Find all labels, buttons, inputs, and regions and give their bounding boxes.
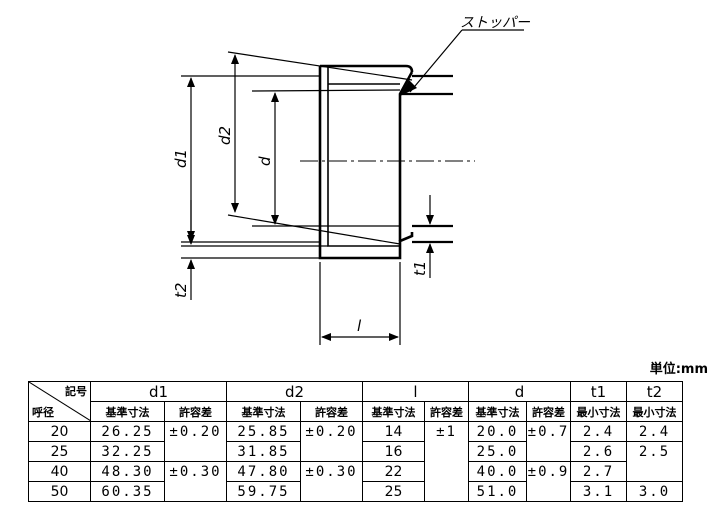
cell-d1-tol: ±0.20: [164, 421, 227, 462]
dim-t2-label: t2: [172, 283, 190, 298]
cell-d2: 47.80: [226, 461, 301, 482]
cell-d1: 26.25: [90, 421, 165, 442]
sub-t2-min: 最小寸法: [626, 401, 683, 422]
unit-label: 単位:mm: [649, 362, 708, 377]
dim-d2-label: d2: [216, 126, 234, 145]
cell-d1-tol: ±0.30: [164, 461, 227, 502]
dimension-lines: [187, 54, 434, 341]
corner-diagonal: [29, 382, 90, 421]
dimension-table: 記号 呼径 d1 d2 l d t1 t2 基準寸法 許容差 基準寸法 許容差 …: [28, 381, 683, 502]
table-sub-header-row: 基準寸法 許容差 基準寸法 許容差 基準寸法 許容差 基準寸法 許容差 最小寸法…: [29, 401, 683, 422]
cell-l: 22: [362, 461, 425, 482]
cell-d: 20.0: [468, 421, 527, 442]
table-group-header-row: 記号 呼径 d1 d2 l d t1 t2: [28, 381, 683, 422]
socket-body-outline: [318, 64, 414, 260]
sub-t1-min: 最小寸法: [570, 401, 627, 422]
sub-d1-tol: 許容差: [164, 401, 227, 422]
cell-d1: 60.35: [90, 481, 165, 502]
sub-d-tol: 許容差: [526, 401, 571, 422]
sub-d2-tol: 許容差: [300, 401, 363, 422]
cell-d: 51.0: [468, 481, 527, 502]
group-l: l: [362, 381, 469, 402]
taper-lines: [227, 51, 413, 245]
stopper-label: ストッパー: [460, 15, 531, 31]
table-row: 50 60.35 59.75 25 51.0 3.1 3.0: [28, 481, 683, 502]
cell-d: 40.0: [468, 461, 527, 482]
sub-l-base: 基準寸法: [362, 401, 425, 422]
sub-d-base: 基準寸法: [468, 401, 527, 422]
dim-d1-label: d1: [172, 149, 190, 168]
group-t1: t1: [570, 381, 627, 402]
sub-d1-base: 基準寸法: [90, 401, 165, 422]
socket-inner-lines: [327, 66, 400, 247]
cell-nominal: 40: [28, 461, 91, 482]
pipe-lines: [400, 74, 453, 244]
table-row: 20 26.25 ±0.20 25.85 ±0.20 14 ±1 20.0 ±0…: [28, 421, 683, 502]
sub-l-tol: 許容差: [424, 401, 469, 422]
cell-nominal: 20: [28, 421, 91, 442]
dim-t1-label: t1: [411, 261, 429, 276]
cell-t2: 3.0: [626, 481, 683, 502]
group-t2: t2: [626, 381, 683, 402]
cell-l: 14: [362, 421, 425, 442]
group-d2: d2: [226, 381, 363, 402]
cell-t1: 2.4: [570, 421, 627, 442]
table-row: 25 32.25 31.85 16 25.0 2.6 2.5: [28, 441, 683, 482]
cell-nominal: 50: [28, 481, 91, 502]
cell-t2: 2.4: [626, 421, 683, 442]
cell-d-tol: ±0.9: [526, 461, 571, 502]
cell-t1: 3.1: [570, 481, 627, 502]
stopper-leader: [400, 29, 524, 96]
socket-section-drawing: ストッパー d1 d2 d t2 l t1: [172, 15, 531, 345]
table-corner-cell: 記号 呼径: [28, 381, 91, 422]
group-d: d: [468, 381, 571, 402]
corner-nominal-label: 呼径: [32, 406, 54, 419]
corner-symbol-label: 記号: [65, 385, 87, 398]
cell-d-tol: ±0.7: [526, 421, 571, 462]
extension-lines: [181, 75, 401, 345]
cell-t1: 2.6: [570, 441, 627, 462]
table-row: 40 48.30 ±0.30 47.80 ±0.30 22 40.0 ±0.9 …: [28, 461, 683, 502]
cell-l-tol: ±1: [424, 421, 469, 502]
sub-d2-base: 基準寸法: [226, 401, 301, 422]
cell-d2: 59.75: [226, 481, 301, 502]
cell-l: 25: [362, 481, 425, 502]
cell-d: 25.0: [468, 441, 527, 462]
dim-d-label: d: [256, 156, 274, 166]
cell-d1: 48.30: [90, 461, 165, 482]
cell-nominal: 25: [28, 441, 91, 462]
dim-l-label: l: [357, 317, 362, 335]
cell-d1: 32.25: [90, 441, 165, 462]
cell-d2: 25.85: [226, 421, 301, 442]
cell-d2-tol: ±0.20: [300, 421, 363, 462]
cell-l: 16: [362, 441, 425, 462]
group-d1: d1: [90, 381, 227, 402]
cell-d2-tol: ±0.30: [300, 461, 363, 502]
cell-t1: 2.7: [570, 461, 627, 482]
cell-t2: 2.5: [626, 441, 683, 482]
cell-d2: 31.85: [226, 441, 301, 462]
